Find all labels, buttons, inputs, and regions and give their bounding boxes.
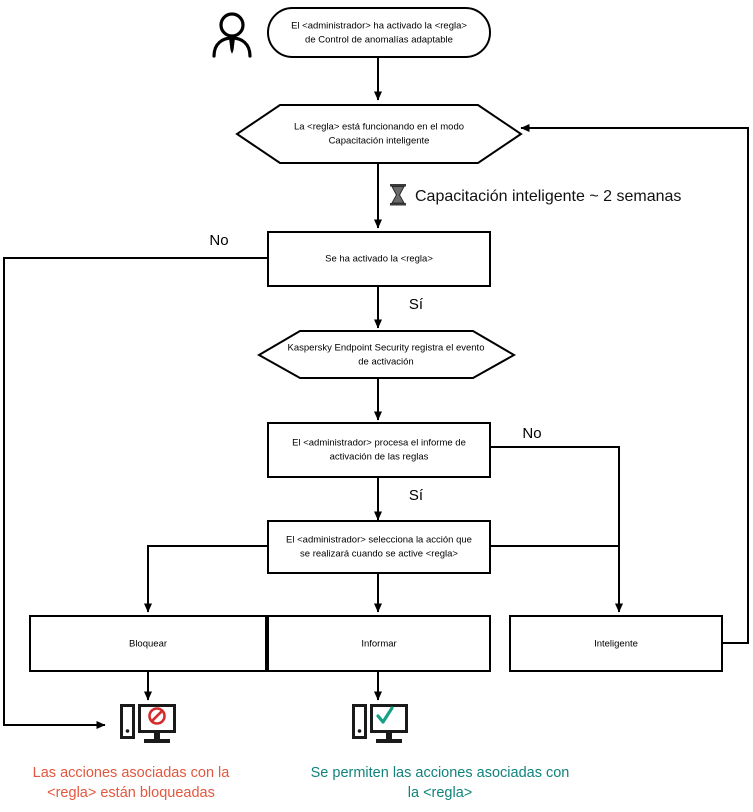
- node-event-logged: Kaspersky Endpoint Security registra el …: [256, 330, 517, 379]
- node-training-line1: La <regla> está funcionando en el modo: [294, 122, 464, 133]
- caption-blocked-line2: <regla> están bloqueadas: [47, 785, 215, 801]
- node-report-line1: El <administrador> procesa el informe de: [292, 438, 466, 449]
- caption-allowed-line1: Se permiten las acciones asociadas con: [311, 765, 570, 781]
- node-smart: Inteligente: [509, 615, 723, 672]
- node-block-label: Bloquear: [129, 639, 167, 650]
- node-inform: Informar: [267, 615, 491, 672]
- timer-note: Capacitación inteligente ~ 2 semanas: [390, 184, 681, 206]
- edge-triggered-no-loop: [3, 257, 268, 729]
- edge-smart-feedback-loop: [520, 124, 749, 644]
- edge-label-report-no: No: [522, 425, 541, 442]
- edge-label-report-yes: Sí: [409, 487, 424, 504]
- node-rule-triggered: Se ha activado la <regla>: [267, 231, 491, 287]
- person-icon: [212, 12, 252, 58]
- node-inform-label: Informar: [361, 639, 396, 650]
- node-event-line2: de activación: [358, 357, 413, 368]
- node-action-line2: se realizará cuando se active <regla>: [300, 549, 458, 560]
- node-training-line2: Capacitación inteligente: [329, 136, 430, 147]
- computer-blocked-icon: [120, 704, 176, 743]
- node-report-line2: activación de las reglas: [330, 452, 429, 463]
- edge-report-no-to-smart: [490, 446, 623, 613]
- node-action-line1: El <administrador> selecciona la acción …: [286, 535, 472, 546]
- connector-layer: [3, 57, 749, 729]
- node-event-line1: Kaspersky Endpoint Security registra el …: [288, 343, 485, 354]
- timer-note-label: Capacitación inteligente ~ 2 semanas: [415, 188, 681, 205]
- caption-allowed-line2: la <regla>: [408, 785, 473, 801]
- node-smart-label: Inteligente: [594, 639, 638, 650]
- node-start: El <administrador> ha activado la <regla…: [267, 7, 491, 58]
- node-start-line2: de Control de anomalías adaptable: [305, 35, 453, 46]
- edge-label-triggered-yes: Sí: [409, 296, 424, 313]
- node-training-mode: La <regla> está funcionando en el modo C…: [235, 104, 523, 164]
- edge-action-to-block: [144, 545, 268, 613]
- caption-blocked-line1: Las acciones asociadas con la: [33, 765, 231, 781]
- hourglass-icon: [390, 184, 406, 206]
- computer-allowed-icon: [352, 704, 408, 743]
- node-block: Bloquear: [29, 615, 267, 672]
- node-admin-report: El <administrador> procesa el informe de…: [267, 422, 491, 478]
- node-admin-action: El <administrador> selecciona la acción …: [267, 520, 491, 574]
- caption-allowed: Se permiten las acciones asociadas con l…: [311, 765, 570, 801]
- caption-blocked: Las acciones asociadas con la <regla> es…: [33, 765, 231, 801]
- edge-label-triggered-no: No: [209, 232, 228, 249]
- node-triggered-line1: Se ha activado la <regla>: [325, 254, 433, 265]
- node-start-line1: El <administrador> ha activado la <regla…: [291, 21, 467, 32]
